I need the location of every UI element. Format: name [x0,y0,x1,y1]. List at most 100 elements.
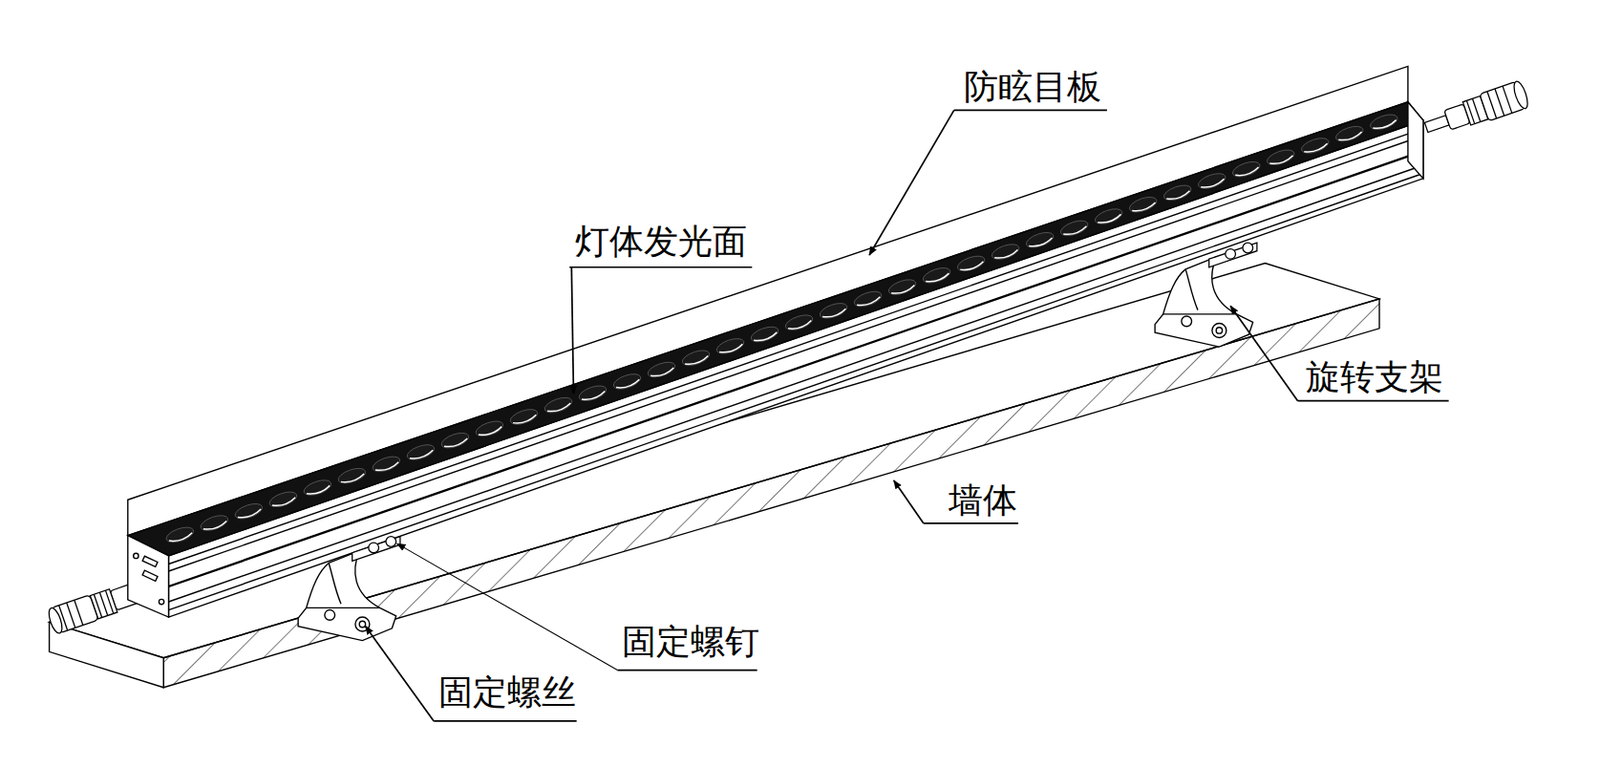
drawing-part [960,261,984,273]
drawing-part [365,626,435,722]
drawing-part [66,602,76,628]
led-lens [405,442,436,464]
lamp-body [128,65,1424,618]
drawing-part [925,273,950,284]
drawing-part [1298,400,1450,403]
drawing-part [1242,242,1254,254]
drawing-part [788,320,812,332]
drawing-part [714,335,746,357]
drawing-part [1063,226,1088,237]
drawing-part [473,418,505,440]
drawing-part [542,394,574,416]
drawing-part [856,297,881,308]
fixing-bolt [352,242,1258,561]
drawing-part [616,379,640,390]
led-lens [680,347,711,369]
drawing-part [1338,131,1363,143]
drawing-part [336,465,367,487]
led-lens [1092,206,1124,228]
drawing-part [133,553,139,558]
drawing-part [1303,143,1328,154]
drawing-part [822,308,847,320]
drawing-part [237,509,262,520]
drawing-part [169,165,1424,602]
drawing-part [1502,85,1513,113]
drawing-part [368,542,380,554]
led-lens [576,383,608,405]
drawing-part [894,480,924,524]
led-lens [439,429,470,451]
drawing-part [569,266,752,269]
drawing-part [1235,167,1259,178]
drawing-part [233,500,264,522]
drawing-part [1466,100,1474,124]
led-lens [1265,147,1297,169]
drawing-part [169,533,193,544]
drawing-part [1511,80,1531,111]
drawing-part [405,442,436,464]
drawing-part [645,359,677,381]
led-lens [1368,111,1400,133]
drawing-part [306,485,331,496]
led-lens [164,524,195,546]
led-lens [611,370,642,392]
drawing-part [409,449,434,461]
drawing-part [128,535,170,618]
led-lens [783,312,814,334]
drawing-part [1408,102,1424,179]
drawing-part [397,543,619,670]
drawing-part [1200,178,1225,190]
drawing-part [1024,229,1055,251]
drawing-part [1368,111,1400,133]
led-lens [370,453,402,475]
drawing-part [1472,98,1480,122]
led-lens [508,406,539,428]
callout-label: 灯体发光面 [573,224,749,259]
led-lens [1230,158,1261,180]
rotating-bracket [1154,256,1254,347]
led-lens [817,299,849,321]
drawing-part [128,65,1408,535]
drawing-part [128,102,1424,556]
drawing-part [1225,249,1237,260]
drawing-part [142,555,158,567]
drawing-part [817,299,849,321]
led-lens [473,418,505,440]
drawing-part [954,108,1108,111]
drawing-part [1300,135,1331,157]
drawing-part [1494,88,1505,116]
drawing-part [328,562,342,604]
callout-label: 旋转支架 [1303,360,1446,395]
drawing-part [1097,213,1122,225]
led-lens [1334,123,1366,145]
drawing-part [1028,237,1053,249]
drawing-part [581,391,606,403]
drawing-part [680,347,711,369]
drawing-part [74,599,84,625]
drawing-part [684,356,709,367]
drawing-part [748,323,780,345]
leader-line [365,109,1450,722]
drawing-part [576,383,608,405]
drawing-part [1181,316,1193,327]
led-lens [714,335,746,357]
drawing-part [1230,305,1298,401]
led-lens [748,323,780,345]
drawing-part [1166,191,1191,202]
drawing-part [989,241,1021,263]
led-lens [542,394,574,416]
callout-label: 防眩目板 [961,69,1104,105]
drawing-part [650,367,675,379]
drawing-part [886,277,918,299]
drawing-part [1195,170,1227,192]
drawing-part [1487,91,1497,119]
led-lens [198,512,230,534]
drawing-part [352,536,401,562]
drawing-part [267,489,299,511]
drawing-part [105,590,113,614]
drawing-part [203,520,228,532]
drawing-part [164,111,1400,546]
led-lens [267,489,299,511]
drawing-part [301,477,333,499]
drawing-part [370,453,402,475]
